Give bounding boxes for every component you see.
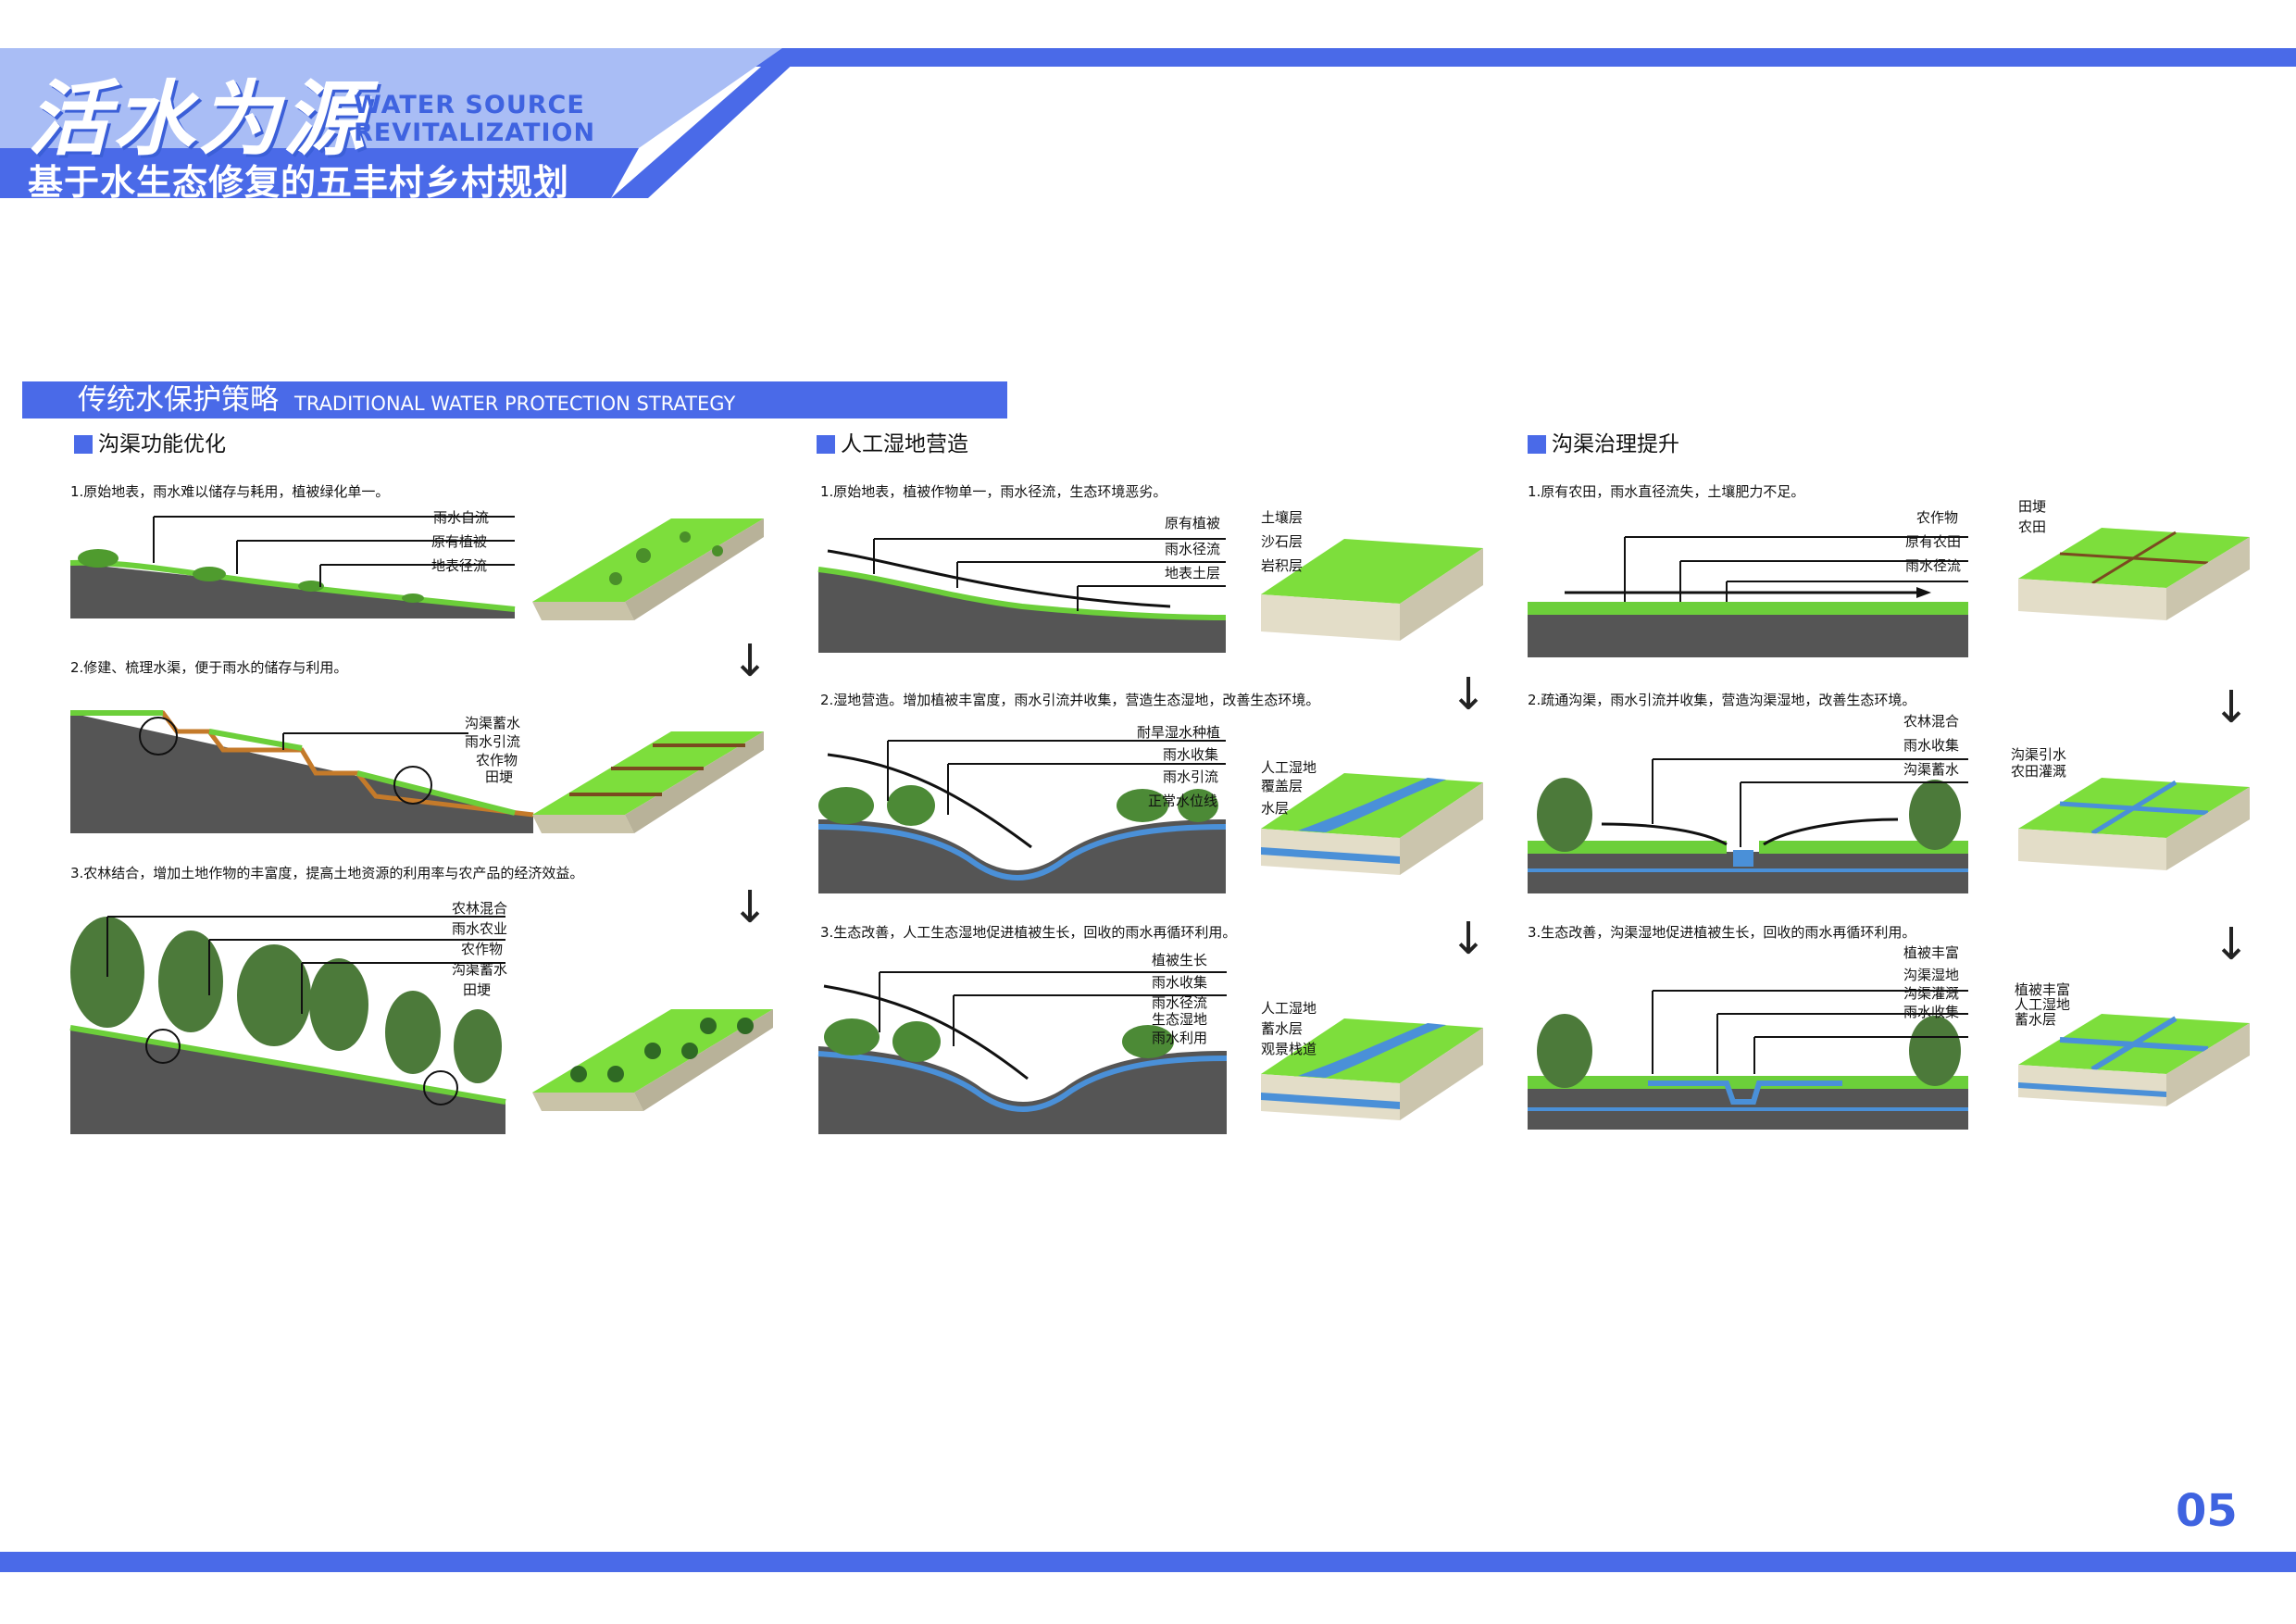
- block-label: 农田: [2018, 518, 2047, 535]
- down-arrow-icon: ↓: [2213, 681, 2251, 733]
- header-banner: [0, 48, 2296, 198]
- block-label: 土壤层: [1261, 509, 1304, 526]
- step-caption: 1.原有农田，雨水直径流失，土壤肥力不足。: [1528, 483, 1805, 500]
- diagram-label: 雨水收集: [1163, 746, 1219, 763]
- logo-calligraphy: 活水为源: [28, 70, 369, 167]
- step-caption: 3.生态改善，人工生态湿地促进植被生长，回收的雨水再循环利用。: [820, 924, 1237, 941]
- down-arrow-icon: ↓: [2213, 918, 2251, 970]
- bullet-square-icon: [817, 435, 835, 454]
- diagram-label: 农作物: [476, 752, 518, 768]
- diagram-label: 植被丰富: [1903, 944, 1960, 961]
- farmland-block-illustration: [2018, 1014, 2250, 1106]
- soil-block-illustration: [1261, 539, 1483, 641]
- diagram-label: 原有植被: [431, 533, 488, 550]
- column-title-channel: 沟渠功能优化: [74, 431, 226, 458]
- step-caption: 1.原始地表，雨水难以储存与耗用，植被绿化单一。: [70, 483, 390, 500]
- down-arrow-icon: ↓: [1450, 668, 1488, 720]
- diagram-label: 原有农田: [1905, 533, 1962, 550]
- section-diagram-wetland: [817, 971, 1228, 1134]
- section-diagram-farmland: [1528, 536, 1968, 657]
- farmland-block-illustration: [2018, 528, 2250, 620]
- block-label: 人工湿地: [1261, 1000, 1317, 1017]
- diagram-label: 雨水自流: [433, 509, 490, 526]
- diagram-label: 耐旱湿水种植: [1137, 724, 1221, 741]
- block-label: 蓄水层: [1261, 1020, 1304, 1037]
- section-diagram-slope: [69, 516, 516, 618]
- block-label: 田埂: [2018, 498, 2047, 515]
- diagram-label: 雨水农业: [452, 920, 508, 937]
- terrain-block-illustration: [532, 518, 764, 620]
- column-title-ditch: 沟渠治理提升: [1528, 431, 1679, 458]
- diagram-label: 农作物: [461, 941, 504, 957]
- step-caption: 2.湿地营造。增加植被丰富度，雨水引流并收集，营造生态湿地，改善生态环境。: [820, 692, 1320, 708]
- step-caption: 2.修建、梳理水渠，便于雨水的储存与利用。: [70, 659, 348, 676]
- down-arrow-icon: ↓: [731, 881, 769, 933]
- diagram-label: 沟渠灌溉: [1903, 985, 1960, 1002]
- section-diagram-wetland: [817, 538, 1227, 653]
- diagram-label: 植被生长: [1152, 952, 1208, 968]
- diagram-label: 雨水径流: [1152, 994, 1208, 1011]
- soil-block-illustration: [1261, 1018, 1483, 1120]
- section-diagram-farmland: [1528, 758, 1968, 893]
- diagram-label: 雨水径流: [1905, 557, 1962, 574]
- diagram-label: 雨水引流: [1163, 768, 1219, 785]
- diagram-label: 田埂: [485, 768, 514, 785]
- terrain-block-illustration: [532, 731, 764, 833]
- diagram-label: 原有植被: [1165, 515, 1221, 531]
- diagram-label: 农作物: [1916, 509, 1959, 526]
- diagram-label: 雨水利用: [1152, 1030, 1208, 1046]
- diagram-label: 地表径流: [431, 557, 488, 574]
- diagram-label: 雨水引流: [465, 733, 521, 750]
- terrain-block-illustration: [532, 1009, 773, 1111]
- logo-english-line1: WATER SOURCE: [354, 91, 585, 119]
- block-label: 水层: [1261, 800, 1290, 817]
- page-number: 05: [2176, 1485, 2238, 1537]
- diagram-label: 雨水收集: [1152, 974, 1208, 991]
- farmland-block-illustration: [2018, 778, 2250, 870]
- diagram-label: 农林混合: [452, 900, 508, 917]
- column-title-wetland: 人工湿地营造: [817, 431, 968, 458]
- step-caption: 3.生态改善，沟渠湿地促进植被生长，回收的雨水再循环利用。: [1528, 924, 1916, 941]
- block-label: 覆盖层: [1261, 778, 1304, 794]
- diagram-label: 农林混合: [1903, 713, 1960, 730]
- section-title-en: TRADITIONAL WATER PROTECTION STRATEGY: [294, 393, 736, 415]
- section-bar: [22, 381, 1007, 418]
- diagram-label: 雨水收集: [1903, 1004, 1960, 1020]
- page-title: 基于水生态修复的五丰村乡村规划: [28, 162, 570, 203]
- bullet-square-icon: [1528, 435, 1546, 454]
- block-label: 岩积层: [1261, 557, 1304, 574]
- block-label: 蓄水层: [2015, 1011, 2057, 1028]
- diagram-label: 雨水收集: [1903, 737, 1960, 754]
- step-caption: 1.原始地表，植被作物单一，雨水径流，生态环境恶劣。: [820, 483, 1167, 500]
- block-label: 沙石层: [1261, 533, 1304, 550]
- diagram-label: 沟渠湿地: [1903, 967, 1960, 983]
- soil-block-illustration: [1261, 773, 1483, 875]
- step-caption: 2.疏通沟渠，雨水引流并收集，营造沟渠湿地，改善生态环境。: [1528, 692, 1916, 708]
- diagram-label: 田埂: [463, 981, 492, 998]
- block-label: 农田灌溉: [2011, 763, 2067, 780]
- down-arrow-icon: ↓: [1450, 913, 1488, 965]
- block-label: 人工湿地: [2015, 996, 2071, 1013]
- diagram-label: 沟渠蓄水: [465, 715, 521, 731]
- section-title-cn: 传统水保护策略: [78, 383, 279, 417]
- block-label: 观景栈道: [1261, 1041, 1317, 1057]
- section-diagram-farmland: [1528, 990, 1968, 1130]
- block-label: 沟渠引水: [2011, 746, 2067, 763]
- diagram-label: 生态湿地: [1152, 1011, 1208, 1028]
- block-label: 植被丰富: [2015, 981, 2071, 998]
- diagram-label: 雨水径流: [1165, 541, 1221, 557]
- down-arrow-icon: ↓: [731, 635, 769, 687]
- section-diagram-wetland: [817, 740, 1227, 893]
- diagram-label: 地表土层: [1165, 565, 1221, 581]
- step-caption: 3.农林结合，增加土地作物的丰富度，提高土地资源的利用率与农产品的经济效益。: [70, 865, 584, 881]
- section-diagram-agroforestry: [69, 916, 506, 1134]
- footer-bar: [0, 1552, 2296, 1572]
- bullet-square-icon: [74, 435, 93, 454]
- diagram-label: 沟渠蓄水: [452, 961, 508, 978]
- block-label: 人工湿地: [1261, 759, 1317, 776]
- diagram-label: 沟渠蓄水: [1903, 761, 1960, 778]
- logo-english-line2: REVITALIZATION: [354, 119, 596, 147]
- diagram-label: 正常水位线: [1148, 793, 1218, 809]
- section-diagram-slope: [70, 710, 534, 833]
